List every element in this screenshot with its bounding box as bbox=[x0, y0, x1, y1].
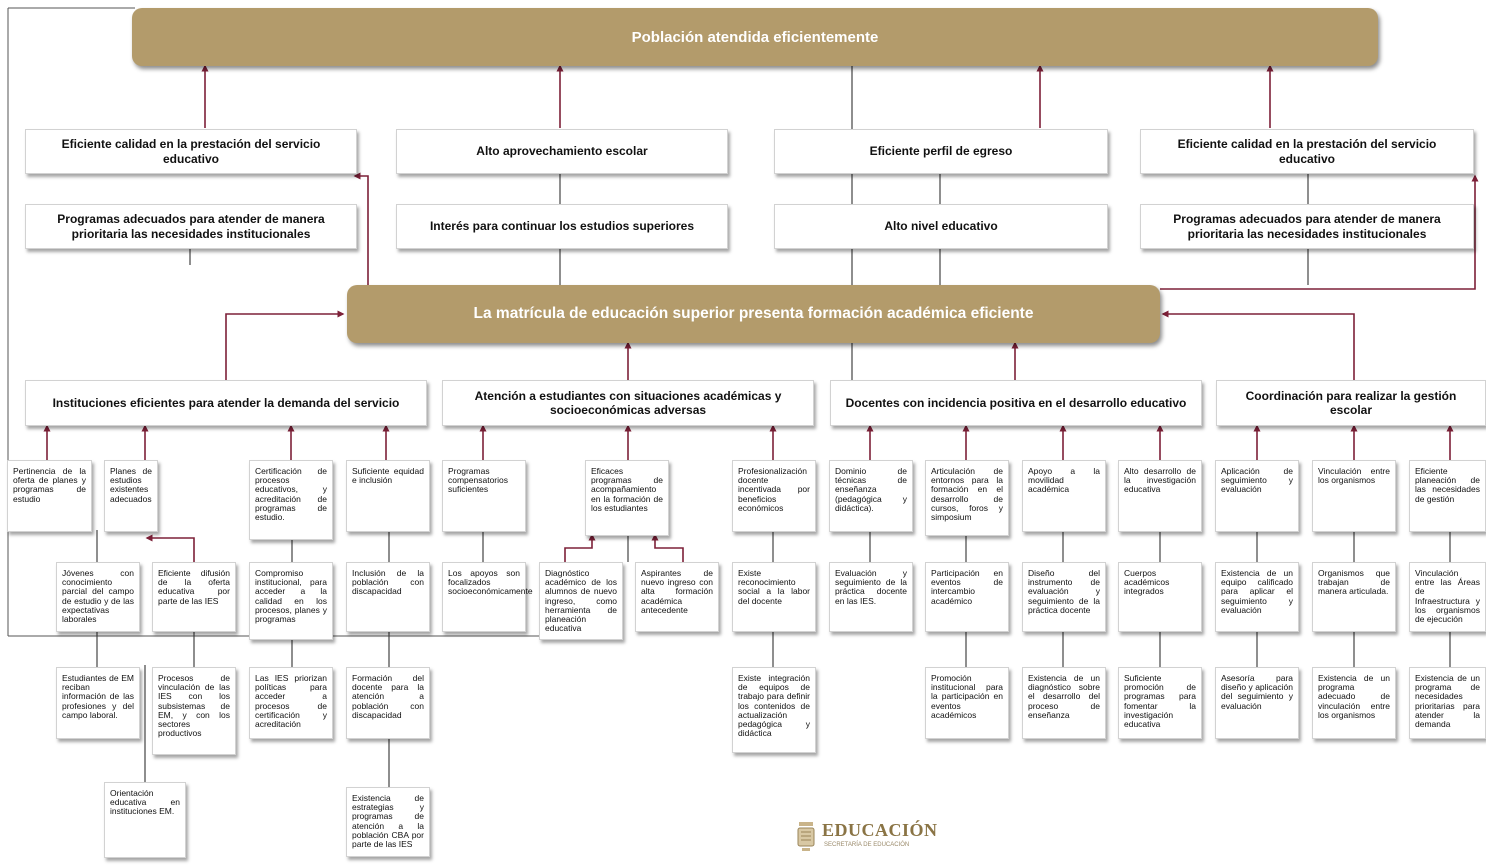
activity-box: Evaluación y seguimiento de la práctica … bbox=[829, 562, 913, 632]
component-box: Docentes con incidencia positiva en el d… bbox=[830, 380, 1202, 426]
activity-box: Organismos que trabajan de manera articu… bbox=[1312, 562, 1396, 632]
component-box: Coordinación para realizar la gestión es… bbox=[1216, 380, 1486, 426]
central-problem-banner: La matrícula de educación superior prese… bbox=[347, 285, 1160, 343]
activity-box: Procesos de vinculación de las IES con l… bbox=[152, 667, 236, 755]
effect-box: Eficiente calidad en la prestación del s… bbox=[25, 129, 357, 174]
effect-box: Eficiente perfil de egreso bbox=[774, 129, 1108, 174]
activity-box: Apoyo a la movilidad académica bbox=[1022, 460, 1106, 532]
activity-box: Existe reconocimiento social a la labor … bbox=[732, 562, 816, 632]
activity-box: Existencia de un programa de necesidades… bbox=[1409, 667, 1486, 739]
activity-box: Aspirantes de nuevo ingreso con alta for… bbox=[635, 562, 719, 632]
activity-box: Diagnóstico académico de los alumnos de … bbox=[539, 562, 623, 640]
activity-box: Eficiente difusión de la oferta educativ… bbox=[152, 562, 236, 632]
component-box: Instituciones eficientes para atender la… bbox=[25, 380, 427, 426]
activity-box: Jóvenes con conocimiento parcial del cam… bbox=[56, 562, 140, 632]
activity-box: Suficiente equidad e inclusión bbox=[346, 460, 430, 532]
activity-box: Dominio de técnicas de enseñanza (pedagó… bbox=[829, 460, 913, 532]
activity-box: Diseño del instrumento de evaluación y s… bbox=[1022, 562, 1106, 632]
activity-box: Certificación de procesos educativos, y … bbox=[249, 460, 333, 540]
activity-box: Articulación de entornos para la formaci… bbox=[925, 460, 1009, 536]
effect-box: Alto aprovechamiento escolar bbox=[396, 129, 728, 174]
activity-box: Asesoría para diseño y aplicación del se… bbox=[1215, 667, 1299, 739]
activity-box: Pertinencia de la oferta de planes y pro… bbox=[7, 460, 92, 532]
activity-box: Cuerpos académicos integrados bbox=[1118, 562, 1202, 632]
activity-box: Aplicación de seguimiento y evaluación bbox=[1215, 460, 1299, 532]
activity-box: Existencia de estrategias y programas de… bbox=[346, 787, 430, 857]
effect-box: Eficiente calidad en la prestación del s… bbox=[1140, 129, 1474, 174]
activity-box: Existencia de un programa adecuado de vi… bbox=[1312, 667, 1396, 739]
effect-box: Programas adecuados para atender de mane… bbox=[1140, 204, 1474, 249]
activity-box: Orientación educativa en instituciones E… bbox=[104, 782, 186, 858]
activity-box: Eficaces programas de acompañamiento en … bbox=[585, 460, 669, 536]
activity-box: Suficiente promoción de programas para f… bbox=[1118, 667, 1202, 739]
activity-box: Planes de estudios existentes adecuados bbox=[104, 460, 158, 532]
activity-box: Existe integración de equipos de trabajo… bbox=[732, 667, 816, 753]
educacion-logo: EDUCACIÓN SECRETARÍA DE EDUCACIÓN bbox=[796, 818, 938, 858]
activity-box: Existencia de un equipo calificado para … bbox=[1215, 562, 1299, 632]
activity-box: Las IES priorizan políticas para acceder… bbox=[249, 667, 333, 739]
activity-box: Eficiente planeación de las necesidades … bbox=[1409, 460, 1486, 532]
activity-box: Compromiso institucional, para acceder a… bbox=[249, 562, 333, 640]
activity-box: Participación en eventos de intercambio … bbox=[925, 562, 1009, 632]
activity-box: Los apoyos son focalizados socioeconómic… bbox=[442, 562, 533, 632]
component-box: Atención a estudiantes con situaciones a… bbox=[442, 380, 814, 426]
activity-box: Programas compensatorios suficientes bbox=[442, 460, 526, 532]
effect-box: Interés para continuar los estudios supe… bbox=[396, 204, 728, 249]
effect-box: Alto nivel educativo bbox=[774, 204, 1108, 249]
activity-box: Estudiantes de EM reciban información de… bbox=[56, 667, 140, 739]
activity-box: Promoción institucional para la particip… bbox=[925, 667, 1009, 739]
activity-box: Vinculación entre los organismos bbox=[1312, 460, 1396, 532]
activity-box: Formación del docente para la atención a… bbox=[346, 667, 430, 739]
top-goal-banner: Población atendida eficientemente bbox=[132, 8, 1378, 66]
logo-title: EDUCACIÓN bbox=[822, 820, 938, 840]
activity-box: Alto desarrollo de la investigación educ… bbox=[1118, 460, 1202, 532]
activity-box: Profesionalización docente incentivada p… bbox=[732, 460, 816, 532]
logo-subtitle: SECRETARÍA DE EDUCACIÓN bbox=[824, 842, 910, 848]
effect-box: Programas adecuados para atender de mane… bbox=[25, 204, 357, 249]
coat-of-arms-icon bbox=[797, 822, 815, 851]
activity-box: Existencia de un diagnóstico sobre el de… bbox=[1022, 667, 1106, 739]
activity-box: Inclusión de la población con discapacid… bbox=[346, 562, 430, 632]
activity-box: Vinculación entre las Áreas de Infraestr… bbox=[1409, 562, 1486, 632]
